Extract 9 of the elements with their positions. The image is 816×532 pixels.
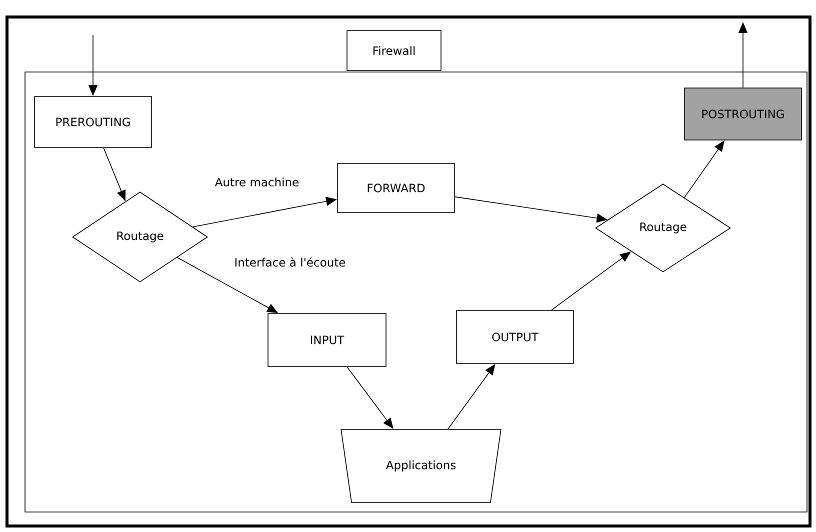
process-box: POSTROUTING — [684, 88, 802, 140]
node-label: Firewall — [373, 46, 415, 56]
edge-label: Autre machine — [214, 176, 300, 188]
process-box: PREROUTING — [34, 96, 152, 148]
process-box: OUTPUT — [456, 310, 574, 364]
process-box: INPUT — [268, 313, 386, 367]
process-box: FORWARD — [337, 163, 455, 213]
applications-trapezoid: Applications — [340, 429, 502, 503]
edge-label: Interface à l'écoute — [233, 256, 347, 268]
